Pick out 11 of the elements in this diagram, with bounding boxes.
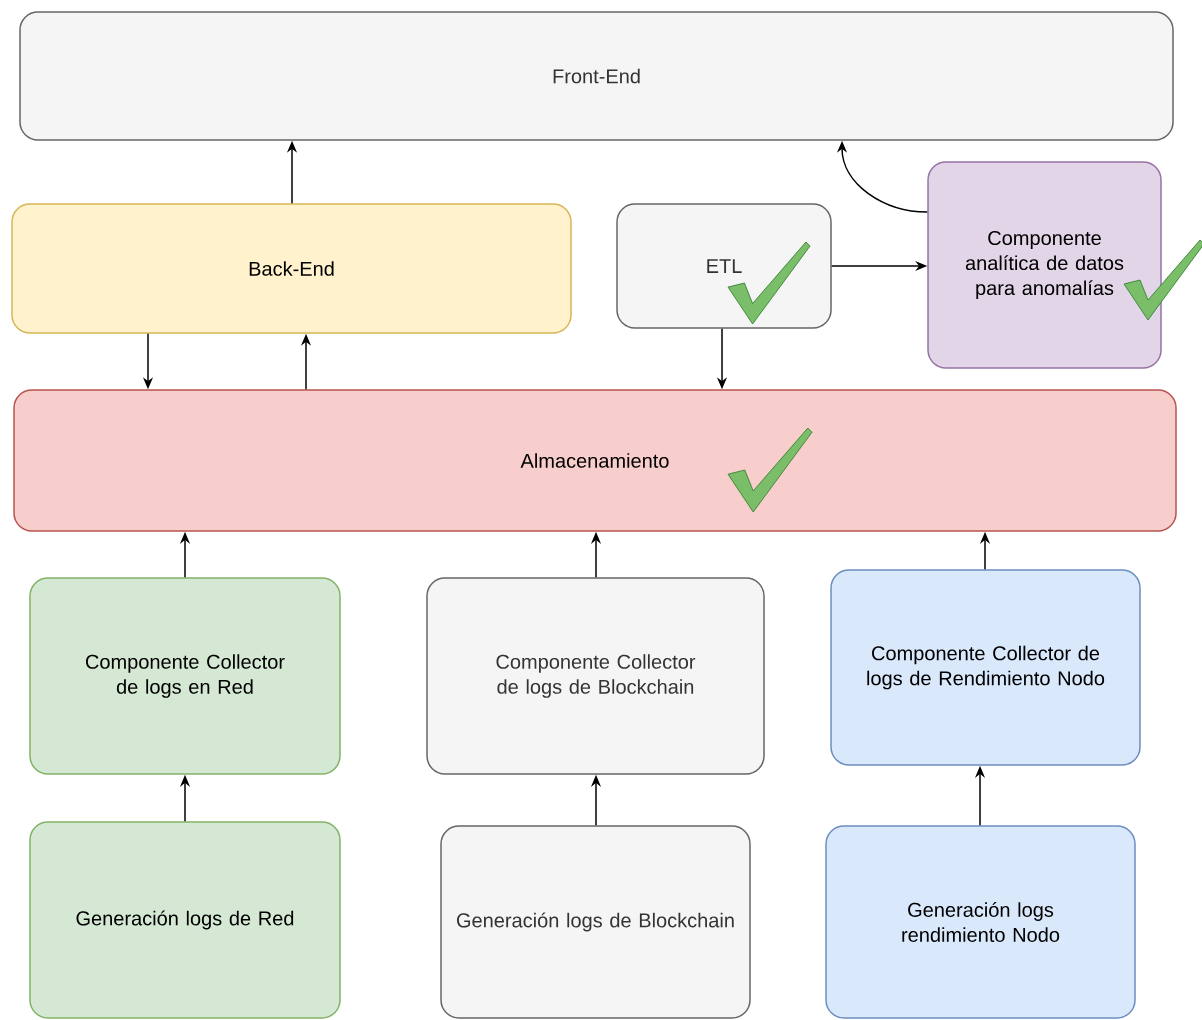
process-box: Almacenamiento: [13, 389, 1177, 532]
process-box: ETL: [616, 203, 832, 329]
process-box: Componente analítica de datos para anomalías: [927, 161, 1162, 369]
process-box: Componente Collector de logs en Red: [29, 577, 341, 775]
process-box: Generación logs de Blockchain: [440, 825, 751, 1019]
process-box: Generación logs de Red: [29, 821, 341, 1019]
process-box: Front-End: [19, 11, 1174, 141]
process-box: Generación logs rendimiento Nodo: [825, 825, 1136, 1019]
process-box: Componente Collector de logs de Blockchain: [426, 577, 765, 775]
process-box: Componente Collector de logs de Rendimiento Nodo: [830, 569, 1141, 766]
process-box: Back-End: [11, 203, 572, 334]
